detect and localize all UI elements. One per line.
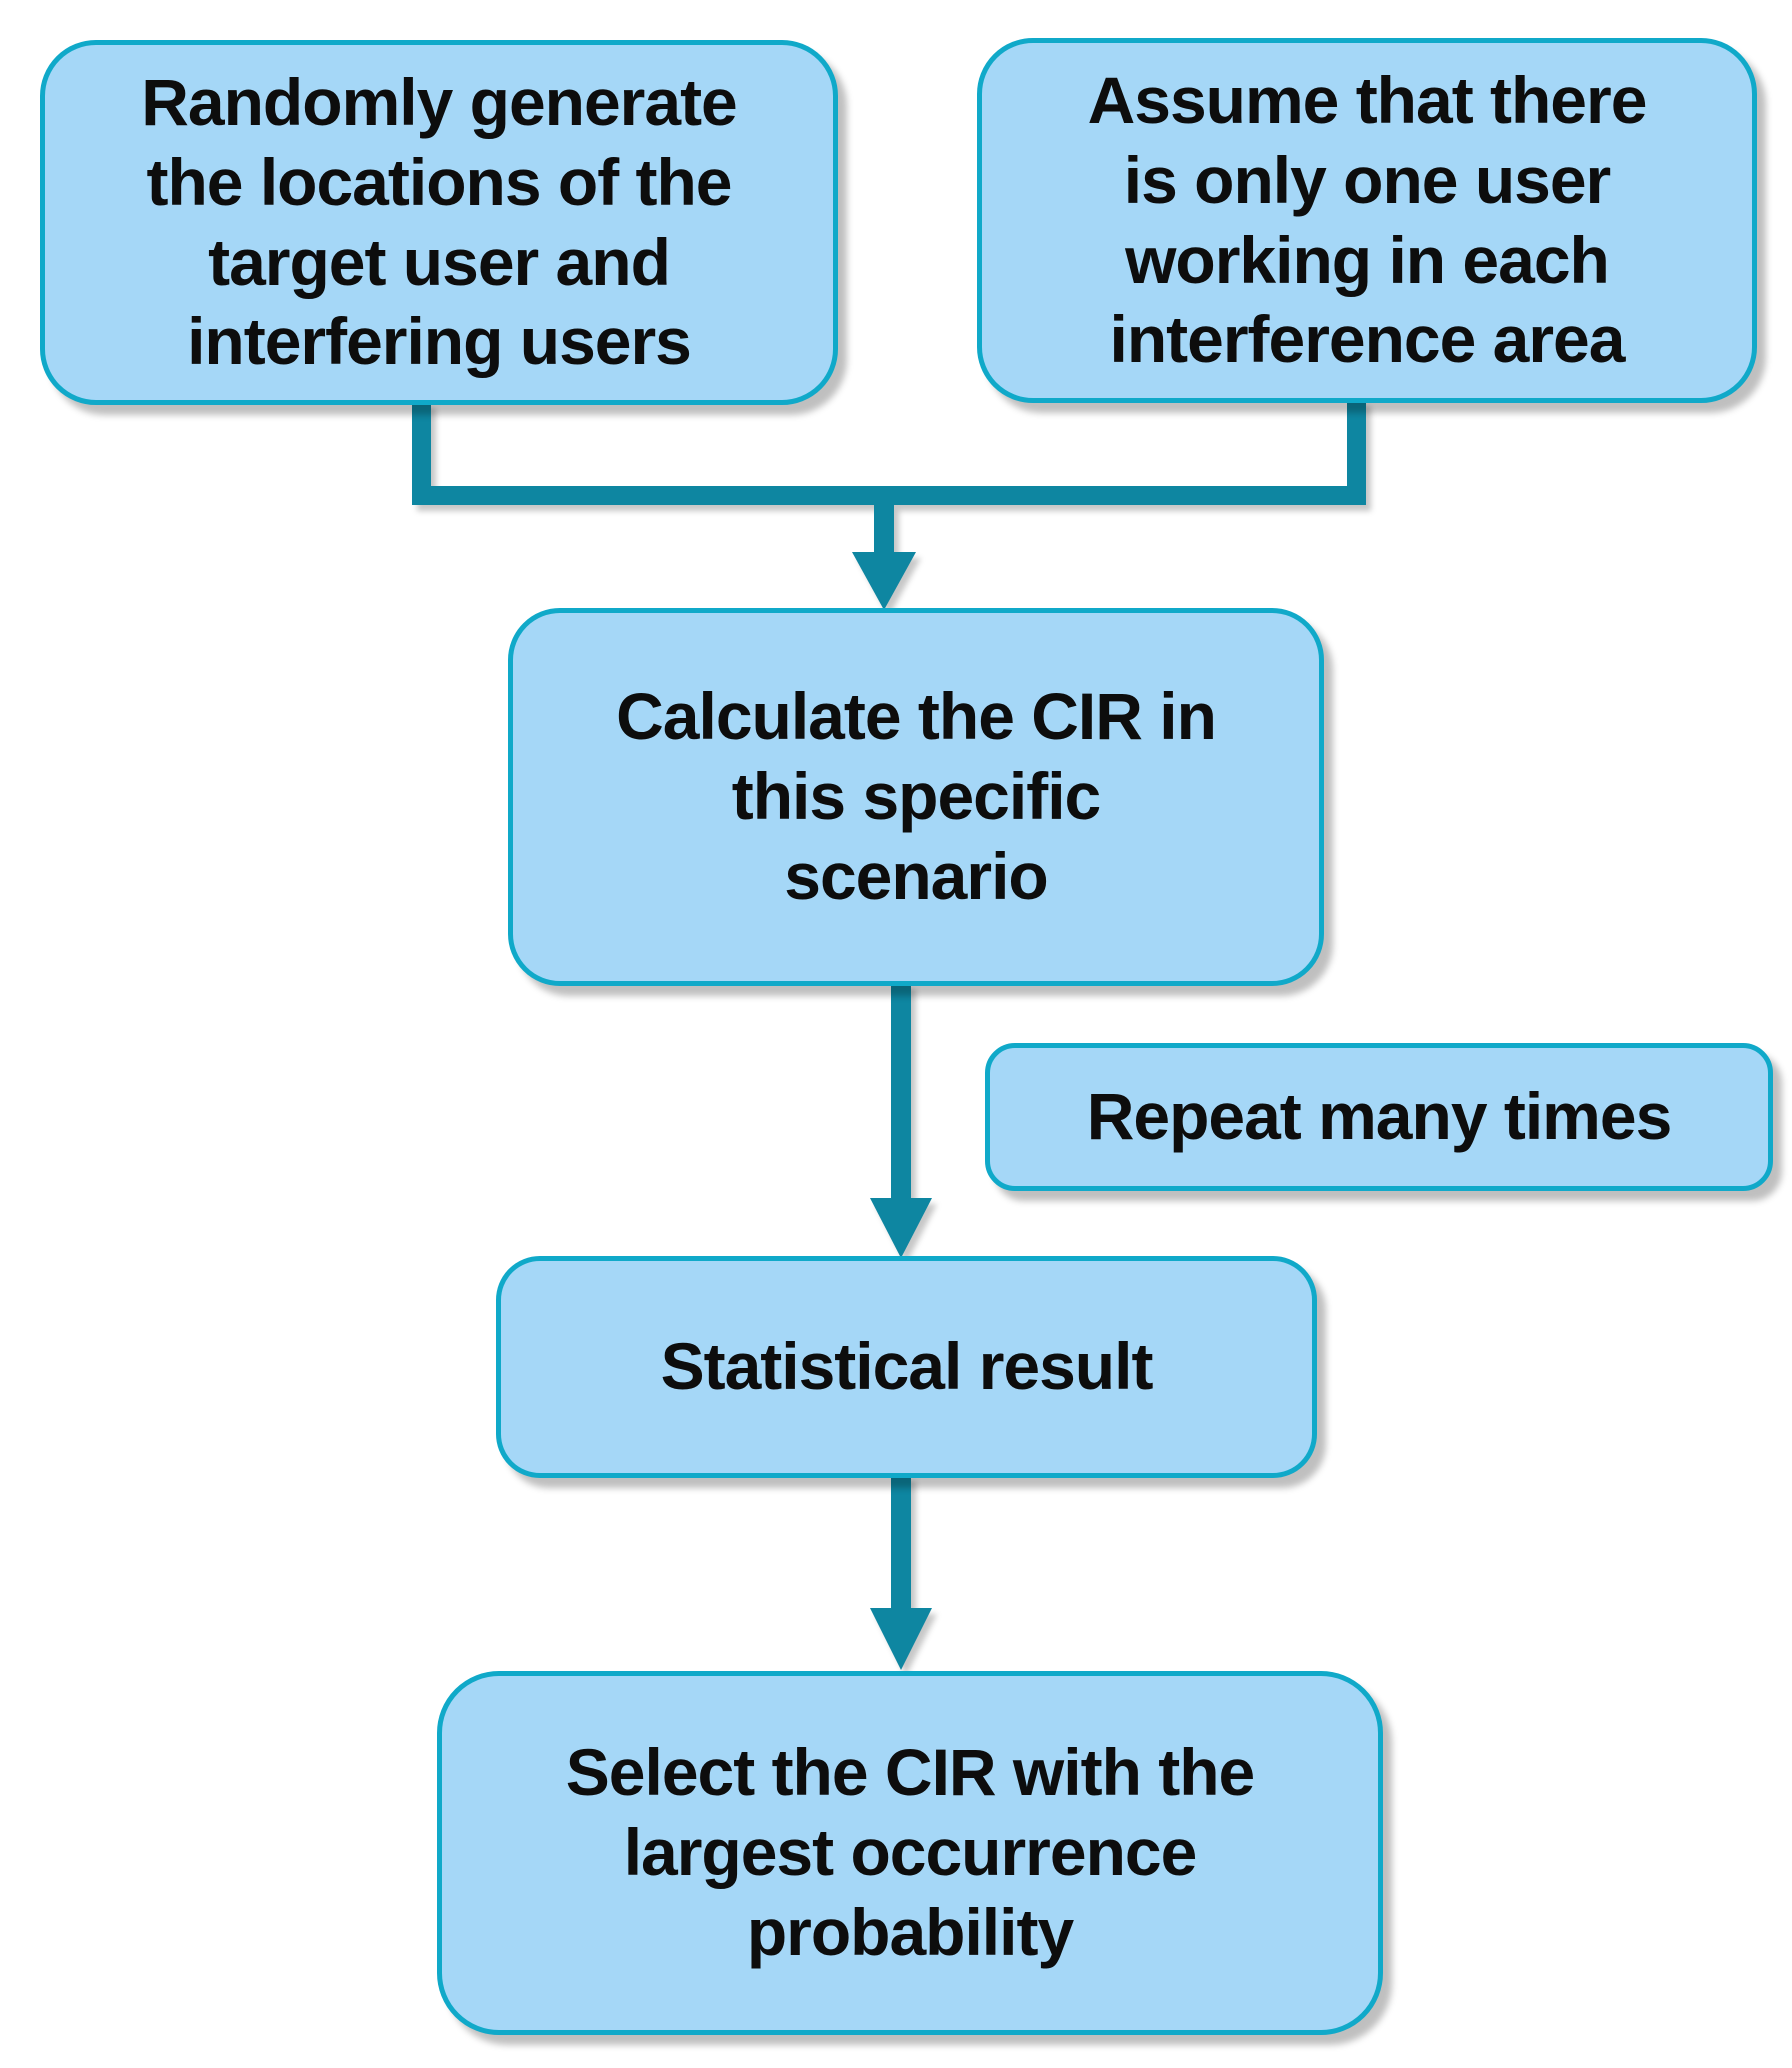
node-calculate-cir-label: Calculate the CIR in this specific scena… [616, 679, 1217, 913]
node-calculate-cir: Calculate the CIR in this specific scena… [508, 608, 1324, 986]
node-repeat-many-times-label: Repeat many times [1086, 1079, 1673, 1154]
down-arrowhead-icon [870, 1608, 932, 1670]
node-statistical-result: Statistical result [496, 1256, 1317, 1478]
connector-stub-right [1347, 400, 1366, 500]
node-statistical-result-label: Statistical result [660, 1329, 1154, 1404]
arrow-shaft [891, 1475, 911, 1613]
node-randomly-generate-label: Randomly generate the locations of the t… [141, 64, 737, 379]
arrow-shaft [891, 983, 911, 1203]
edge-statistical-to-select [870, 1475, 932, 1670]
edge-calculate-to-statistical [870, 983, 932, 1258]
down-arrowhead-icon [852, 552, 916, 610]
node-assume-one-user: Assume that there is only one user worki… [977, 38, 1757, 403]
node-assume-one-user-label: Assume that there is only one user worki… [1087, 62, 1648, 377]
connector-stub-left [412, 402, 431, 502]
down-arrowhead-icon [870, 1198, 932, 1258]
node-repeat-many-times: Repeat many times [985, 1043, 1773, 1191]
node-select-cir: Select the CIR with the largest occurren… [437, 1671, 1383, 2035]
connector-merge-bar [412, 486, 1366, 505]
arrow-shaft [874, 500, 894, 556]
edge-merge-to-calculate [412, 400, 1366, 610]
node-randomly-generate: Randomly generate the locations of the t… [40, 40, 838, 405]
node-select-cir-label: Select the CIR with the largest occurren… [565, 1735, 1255, 1969]
